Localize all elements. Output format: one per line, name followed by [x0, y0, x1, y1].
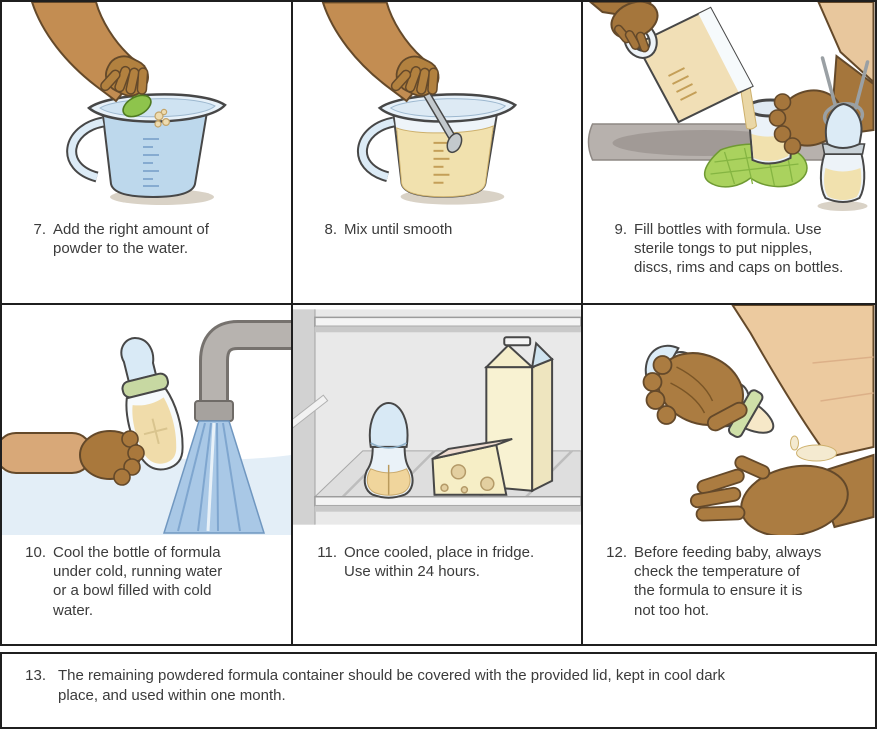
step10-illustration	[2, 305, 291, 535]
panel-step-12: 12. Before feeding baby, always check th…	[583, 305, 875, 644]
panel-step-10: 10. Cool the bottle of formula under col…	[2, 305, 293, 644]
tongs-and-bottle-icon	[817, 56, 870, 211]
measuring-jug-icon	[356, 93, 518, 198]
pouring-hand-icon	[588, 2, 659, 53]
step-number: 12.	[606, 544, 627, 561]
step10-caption: 10. Cool the bottle of formula under col…	[2, 535, 291, 620]
panel-step-11: 11. Once cooled, place in fridge. Use wi…	[293, 305, 583, 644]
panel-step-9: 9. Fill bottles with formula. Use steril…	[583, 2, 875, 305]
forearm-icon	[731, 305, 875, 459]
step11-illustration	[293, 305, 581, 535]
steps-grid: 7. Add the right amount of powder to the…	[0, 0, 877, 646]
water-spray-icon	[162, 420, 266, 534]
step12-illustration	[583, 305, 875, 535]
powder-icon	[154, 108, 171, 128]
forearm-icon	[817, 2, 875, 85]
pouring-jug-icon	[623, 6, 754, 124]
pour-stream-icon	[739, 83, 758, 130]
milk-pool-icon	[796, 444, 837, 462]
step-number: 7.	[33, 221, 46, 238]
step-text: Once cooled, place in fridge. Use within…	[344, 544, 535, 581]
step9-illustration	[583, 2, 875, 212]
step-text: Add the right amount of powder to the wa…	[53, 221, 209, 258]
step-number: 13.	[25, 667, 46, 684]
measuring-jug-icon	[66, 93, 227, 199]
faucet-icon	[194, 320, 291, 422]
panel-step-7: 7. Add the right amount of powder to the…	[2, 2, 293, 305]
step7-illustration	[2, 2, 291, 212]
step-text: Mix until smooth	[344, 221, 453, 238]
step-number: 11.	[317, 544, 337, 561]
step9-caption: 9. Fill bottles with formula. Use steril…	[583, 212, 875, 278]
step-number: 10.	[25, 544, 46, 561]
arm-hand-icon	[30, 2, 149, 103]
step7-caption: 7. Add the right amount of powder to the…	[2, 212, 291, 258]
cheese-icon	[431, 437, 513, 496]
step8-illustration	[293, 2, 581, 212]
open-hand-icon	[689, 453, 875, 535]
panel-step-8: 8. Mix until smooth	[293, 2, 583, 305]
step12-caption: 12. Before feeding baby, always check th…	[583, 535, 875, 620]
milk-drop-icon	[790, 435, 799, 451]
arm-hand-icon	[321, 2, 440, 103]
step-number: 9.	[614, 221, 627, 238]
step8-caption: 8. Mix until smooth	[293, 212, 581, 239]
panel-step-13: 13. The remaining powdered formula conta…	[0, 652, 877, 729]
step-text: The remaining powdered formula container…	[58, 667, 726, 704]
step-text: Before feeding baby, always check the te…	[634, 544, 822, 619]
holding-hand-icon	[642, 352, 748, 432]
bottle-icon	[363, 402, 414, 499]
arm-hand-icon	[2, 430, 145, 486]
step11-caption: 11. Once cooled, place in fridge. Use wi…	[293, 535, 581, 581]
step-text: Fill bottles with formula. Use sterile t…	[634, 221, 844, 277]
step-text: Cool the bottle of formula under cold, r…	[53, 544, 223, 619]
step-number: 8.	[324, 221, 337, 238]
